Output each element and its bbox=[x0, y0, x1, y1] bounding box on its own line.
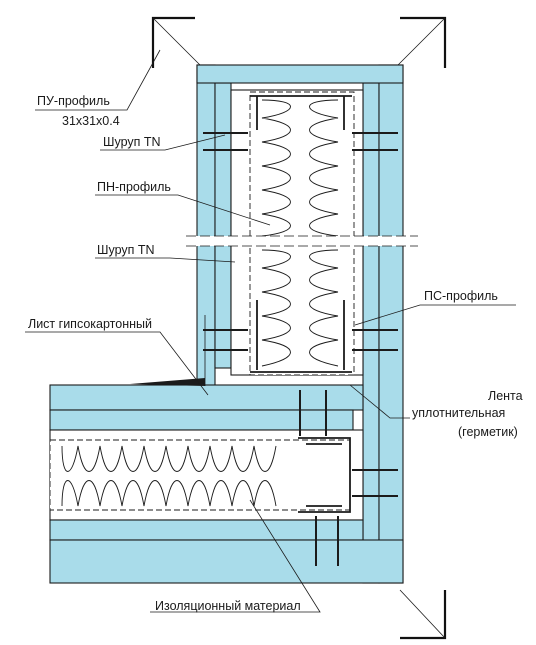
vertical-insulation-upper bbox=[261, 99, 339, 237]
horizontal-inner-board-top bbox=[49, 409, 354, 431]
horizontal-end-profile bbox=[298, 437, 351, 513]
vertical-inner-board-left bbox=[214, 82, 232, 369]
horizontal-wall bbox=[49, 384, 404, 584]
vertical-inner-board-right bbox=[362, 82, 380, 584]
corner-marks bbox=[151, 16, 447, 640]
ps-profile-label: ПС-профиль bbox=[424, 289, 498, 303]
horizontal-end-profile-inner bbox=[306, 443, 342, 507]
sealing-tape-label-1: Лента bbox=[488, 389, 523, 403]
top-cap-board bbox=[196, 64, 404, 84]
vertical-wall bbox=[186, 64, 418, 584]
vertical-insulation-lower bbox=[261, 249, 339, 367]
leader-lines bbox=[25, 49, 516, 613]
pn-profile-outline bbox=[249, 91, 355, 376]
screw-tn-label-2: Шуруп TN bbox=[97, 243, 155, 257]
drywall-sheet-label: Лист гипсокартонный bbox=[28, 317, 152, 331]
sealing-tape-label-3: (герметик) bbox=[458, 425, 518, 439]
ps-profile-stud-top bbox=[250, 95, 352, 130]
vertical-outer-board-right bbox=[378, 64, 404, 584]
break-line bbox=[186, 235, 418, 247]
sealing-tape-label-2: уплотнительная bbox=[412, 406, 505, 420]
screw-tn-label-1: Шуруп TN bbox=[103, 135, 161, 149]
vertical-outer-board-left bbox=[196, 64, 216, 431]
screws bbox=[203, 132, 398, 566]
pu-profile-label: ПУ-профиль bbox=[37, 94, 110, 108]
pn-profile-label: ПН-профиль bbox=[97, 180, 171, 194]
horizontal-profile-outline bbox=[49, 439, 351, 511]
ps-profile-stud-bottom bbox=[250, 300, 352, 373]
insulation-label: Изоляционный материал bbox=[155, 599, 301, 613]
horizontal-outer-board-bottom bbox=[49, 539, 404, 584]
horizontal-outer-board-top bbox=[49, 384, 364, 411]
sealing-tape-wedge bbox=[130, 378, 205, 386]
horizontal-insulation bbox=[61, 445, 277, 507]
pu-profile-size-label: 31x31x0.4 bbox=[62, 114, 120, 128]
